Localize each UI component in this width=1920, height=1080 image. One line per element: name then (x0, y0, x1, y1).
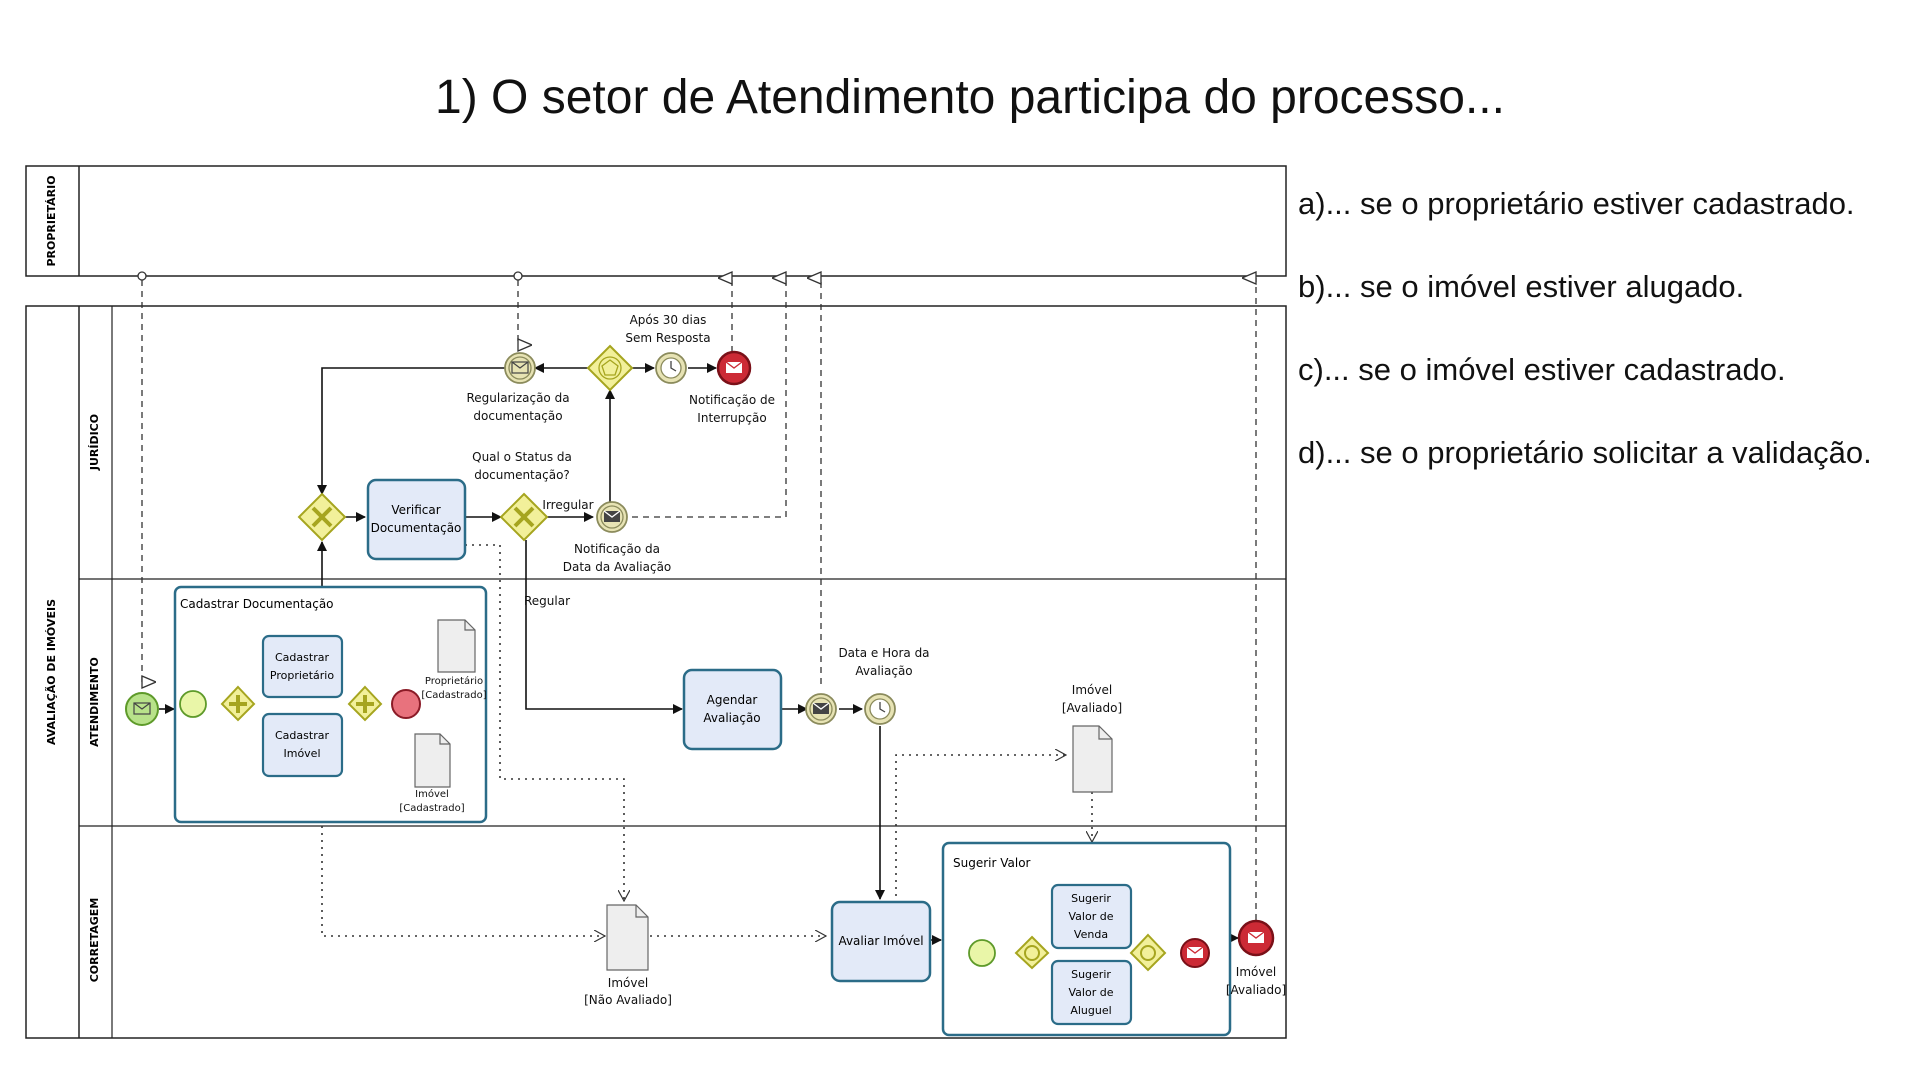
diagram-small-labels: Proprietário [Cadastrado] Imóvel [Cadast… (399, 675, 486, 814)
notificacao-interrupcao-end-event[interactable] (716, 350, 752, 386)
task-aluguel-line3: Aluguel (1070, 1004, 1111, 1017)
label-status-q1: Qual o Status da (472, 450, 572, 464)
task-venda-line3: Venda (1074, 928, 1108, 941)
task-venda-line2: Valor de (1069, 910, 1114, 923)
data-object-imovel-nao-avaliado (606, 904, 649, 971)
task-cad-prop-line2: Proprietário (270, 669, 334, 682)
task-verificar-documentacao[interactable]: Verificar Documentação (366, 478, 467, 561)
task-agendar-line2: Avaliação (703, 711, 760, 725)
task-cadastrar-proprietario[interactable]: Cadastrar Proprietário (261, 634, 344, 699)
sugerir-start-event[interactable] (968, 939, 996, 967)
subprocess-cadastrar-documentacao[interactable] (173, 585, 488, 824)
label-regularizacao1: Regularização da (466, 391, 569, 405)
label-regular: Regular (524, 594, 570, 608)
sugerir-end-message-event[interactable] (1180, 938, 1210, 968)
label-nao-aval2: [Não Avaliado] (584, 993, 672, 1007)
label-notif-data2: Data da Avaliação (563, 560, 672, 574)
imovel-avaliado-end-event[interactable] (1237, 919, 1275, 957)
answer-option-d[interactable]: d)... se o proprietário solicitar a vali… (1298, 435, 1872, 470)
lane-label-atendimento: ATENDIMENTO (88, 657, 101, 747)
task-cadastrar-imovel[interactable]: Cadastrar Imóvel (261, 712, 344, 778)
label-nao-aval1: Imóvel (608, 976, 648, 990)
data-object-imovel-avaliado (1072, 725, 1113, 793)
task-avaliar-imovel[interactable]: Avaliar Imóvel (830, 900, 932, 983)
task-venda-line1: Sugerir (1071, 892, 1111, 905)
label-doc-prop1: Proprietário (425, 675, 483, 687)
label-doc-aval2: [Avaliado] (1062, 701, 1122, 715)
diagram-labels: Qual o Status da documentação? Irregular… (466, 313, 1286, 1007)
task-sugerir-valor-aluguel[interactable]: Sugerir Valor de Aluguel (1050, 959, 1133, 1026)
label-regularizacao2: documentação (473, 409, 562, 423)
pool-label-avaliacao: AVALIAÇÃO DE IMÓVEIS (45, 599, 58, 745)
data-hora-timer-event[interactable] (864, 693, 896, 725)
label-irregular: Irregular (542, 498, 593, 512)
data-object-proprietario (437, 619, 476, 673)
inclusive-gateway-split[interactable] (1014, 935, 1050, 970)
answer-option-a[interactable]: a)... se o proprietário estiver cadastra… (1298, 186, 1855, 221)
task-avaliar-label: Avaliar Imóvel (838, 934, 923, 948)
label-interrupcao1: Notificação de (689, 393, 775, 407)
task-agendar-avaliacao[interactable]: Agendar Avaliação (682, 668, 783, 751)
task-verificar-line1: Verificar (391, 503, 440, 517)
label-doc-imovel-cad2: [Cadastrado] (399, 803, 464, 814)
task-aluguel-line2: Valor de (1069, 986, 1114, 999)
exclusive-gateway-merge[interactable] (297, 492, 347, 542)
label-apos30-2: Sem Resposta (625, 331, 710, 345)
start-message-event[interactable] (125, 692, 159, 726)
answer-option-b[interactable]: b)... se o imóvel estiver alugado. (1298, 269, 1745, 304)
label-doc-imovel-cad1: Imóvel (415, 788, 449, 800)
label-data-hora2: Avaliação (855, 664, 912, 678)
subprocess-cadastrar-documentacao-label: Cadastrar Documentação (180, 597, 334, 611)
task-aluguel-line1: Sugerir (1071, 968, 1111, 981)
label-interrupcao2: Interrupção (697, 411, 766, 425)
label-end-imovel2: [Avaliado] (1226, 983, 1286, 997)
parallel-gateway-split[interactable] (220, 685, 256, 722)
page-title: 1) O setor de Atendimento participa do p… (435, 71, 1505, 124)
label-notif-data1: Notificação da (574, 542, 660, 556)
notificacao-data-message-event[interactable] (596, 501, 628, 533)
subprocess-sugerir-valor-label: Sugerir Valor (953, 856, 1031, 870)
agendar-message-event[interactable] (805, 693, 837, 725)
inclusive-gateway-join[interactable] (1129, 933, 1167, 972)
label-status-q2: documentação? (474, 468, 570, 482)
data-object-imovel-cadastrado (414, 733, 451, 788)
lane-label-corretagem: CORRETAGEM (88, 898, 101, 983)
exclusive-gateway-status[interactable] (499, 492, 549, 542)
label-data-hora1: Data e Hora da (838, 646, 929, 660)
label-end-imovel1: Imóvel (1236, 965, 1276, 979)
label-doc-aval1: Imóvel (1072, 683, 1112, 697)
task-sugerir-valor-venda[interactable]: Sugerir Valor de Venda (1050, 883, 1133, 950)
task-agendar-line1: Agendar (707, 693, 758, 707)
task-cad-imovel-line2: Imóvel (283, 747, 320, 760)
message-flows (137, 272, 1257, 920)
task-verificar-line2: Documentação (371, 521, 462, 535)
timer-30-dias-event[interactable] (655, 352, 687, 384)
event-based-gateway[interactable] (586, 344, 634, 392)
task-cad-imovel-line1: Cadastrar (275, 729, 329, 742)
regularizacao-message-event[interactable] (504, 352, 536, 384)
answer-option-c[interactable]: c)... se o imóvel estiver cadastrado. (1298, 352, 1786, 387)
task-cad-prop-line1: Cadastrar (275, 651, 329, 664)
label-apos30-1: Após 30 dias (630, 313, 707, 327)
subprocess-start-event[interactable] (179, 690, 207, 718)
label-doc-prop2: [Cadastrado] (421, 690, 486, 701)
pool-proprietario: PROPRIETÁRIO (25, 165, 1287, 277)
lane-label-juridico: JURÍDICO (88, 414, 101, 471)
parallel-gateway-join[interactable] (347, 685, 383, 722)
subprocess-end-event[interactable] (391, 689, 421, 719)
pool-label-proprietario: PROPRIETÁRIO (45, 175, 58, 266)
